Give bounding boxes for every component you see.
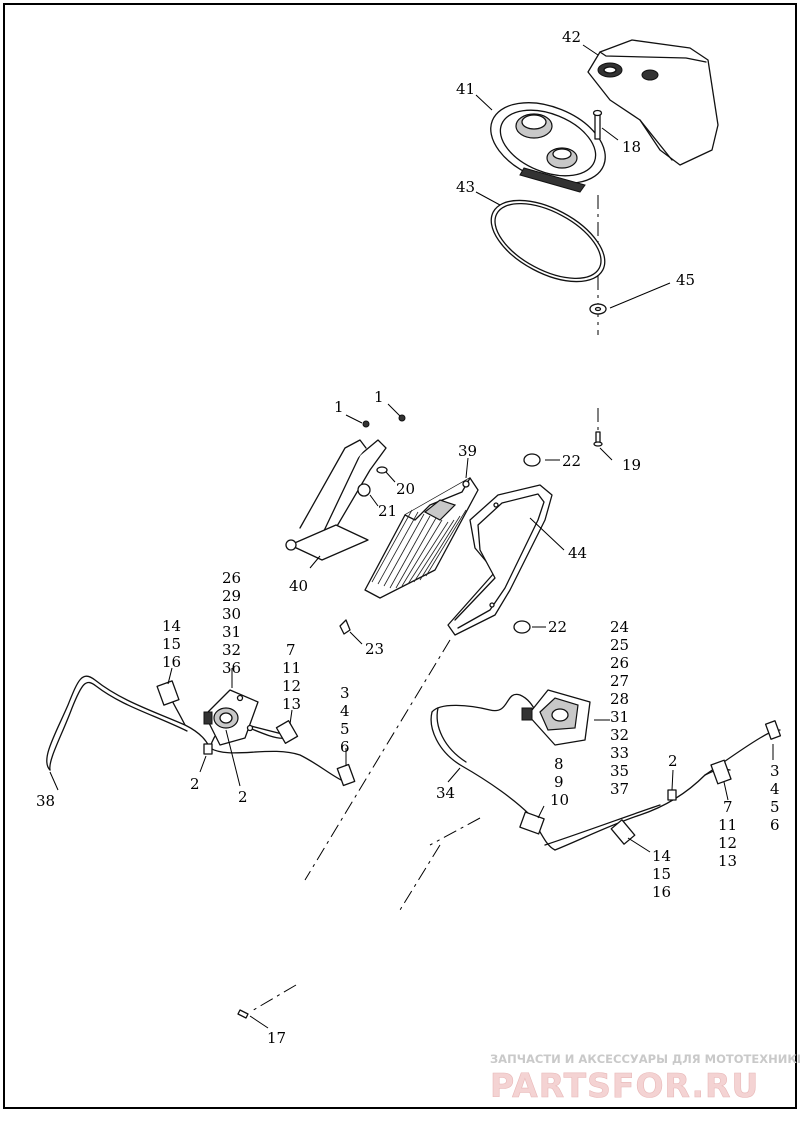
callout-2b: 2	[238, 788, 248, 806]
callout-2c: 2	[668, 752, 678, 770]
callout-45: 45	[676, 271, 695, 289]
callout-10: 10	[550, 791, 569, 809]
callout-13b: 13	[718, 852, 737, 870]
plug-22-lower	[513, 620, 531, 634]
callout-41: 41	[456, 80, 475, 98]
callout-39: 39	[458, 442, 477, 460]
callout-1a: 1	[334, 398, 344, 416]
callout-5b: 5	[770, 798, 780, 816]
callout-26a: 26	[222, 569, 241, 587]
callout-37: 37	[610, 780, 629, 798]
callout-28: 28	[610, 690, 629, 708]
amplifier-39	[364, 477, 479, 599]
callout-20: 20	[396, 480, 415, 498]
callout-23: 23	[365, 640, 384, 658]
diagram-border	[3, 3, 797, 1109]
callout-27: 27	[610, 672, 629, 690]
gasket-43	[490, 199, 606, 283]
cover-plate-44	[447, 484, 553, 636]
screw-19	[593, 431, 603, 447]
left-connectors	[156, 680, 356, 787]
callout-32a: 32	[222, 641, 241, 659]
washer-45	[589, 303, 607, 315]
callout-11a: 11	[282, 659, 301, 677]
callout-36: 36	[222, 659, 241, 677]
callout-25: 25	[610, 636, 629, 654]
callout-17: 17	[267, 1029, 286, 1047]
callout-2a: 2	[190, 775, 200, 793]
callout-19: 19	[622, 456, 641, 474]
callout-4b: 4	[770, 780, 780, 798]
screw-18	[592, 109, 603, 140]
callout-38: 38	[36, 792, 55, 810]
callout-16a: 16	[162, 653, 181, 671]
leader-lines	[49, 44, 774, 1029]
callout-22b: 22	[548, 618, 567, 636]
callout-14b: 14	[652, 847, 671, 865]
callout-12b: 12	[718, 834, 737, 852]
callout-30: 30	[222, 605, 241, 623]
callout-9: 9	[554, 773, 564, 791]
watermark-brand: PARTSFOR.RU	[490, 1066, 759, 1105]
callout-34: 34	[436, 784, 455, 802]
callout-24: 24	[610, 618, 629, 636]
callout-31b: 31	[610, 708, 629, 726]
callout-15b: 15	[652, 865, 671, 883]
screw-17	[237, 1009, 249, 1019]
callout-40: 40	[289, 577, 308, 595]
callout-11b: 11	[718, 816, 737, 834]
callout-42: 42	[562, 28, 581, 46]
right-switch-assembly	[521, 689, 591, 746]
callout-21: 21	[378, 502, 397, 520]
callout-15a: 15	[162, 635, 181, 653]
callout-44: 44	[568, 544, 587, 562]
callout-35: 35	[610, 762, 629, 780]
callout-43: 43	[456, 178, 475, 196]
callout-6a: 6	[340, 738, 350, 756]
callout-13a: 13	[282, 695, 301, 713]
callout-5a: 5	[340, 720, 350, 738]
right-wiring-harness-34	[430, 693, 781, 851]
callout-14a: 14	[162, 617, 181, 635]
callout-labels: 42 41 18 43 45 1 1 39 22 19 20 21 44 40 …	[36, 28, 780, 1047]
callout-3b: 3	[770, 762, 780, 780]
speaker-lid-42	[587, 39, 719, 166]
left-switch-assembly	[203, 689, 259, 746]
watermark: ЗАПЧАСТИ И АКСЕССУАРЫ ДЛЯ МОТОТЕХНИКИ PA…	[490, 1052, 800, 1105]
callout-18: 18	[622, 138, 641, 156]
assembly-centerlines	[249, 195, 599, 1013]
callout-29: 29	[222, 587, 241, 605]
screw-23	[339, 619, 351, 635]
callout-32b: 32	[610, 726, 629, 744]
mounting-bracket-40	[285, 414, 406, 561]
callout-7a: 7	[286, 641, 296, 659]
callout-33: 33	[610, 744, 629, 762]
callout-4a: 4	[340, 702, 350, 720]
callout-1b: 1	[374, 388, 384, 406]
callout-22a: 22	[562, 452, 581, 470]
plug-22-upper	[523, 453, 541, 467]
speaker-41	[490, 102, 606, 193]
callout-7b: 7	[723, 798, 733, 816]
callout-16b: 16	[652, 883, 671, 901]
watermark-tagline: ЗАПЧАСТИ И АКСЕССУАРЫ ДЛЯ МОТОТЕХНИКИ	[490, 1052, 800, 1066]
callout-6b: 6	[770, 816, 780, 834]
callout-8: 8	[554, 755, 564, 773]
callout-12a: 12	[282, 677, 301, 695]
callout-3a: 3	[340, 684, 350, 702]
callout-26b: 26	[610, 654, 629, 672]
callout-31a: 31	[222, 623, 241, 641]
